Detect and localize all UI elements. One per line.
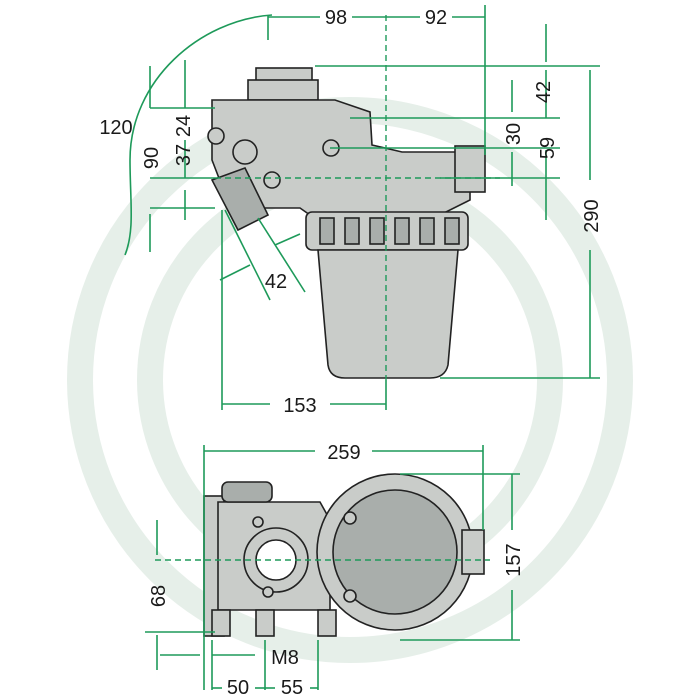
dim-37: 37 xyxy=(173,144,195,166)
side-outlet-fitting xyxy=(454,145,486,193)
side-bolt xyxy=(232,139,258,165)
side-filter-bowl xyxy=(317,249,459,379)
top-bolt xyxy=(262,586,274,598)
side-bolt xyxy=(207,127,225,145)
dim-92: 92 xyxy=(425,7,447,29)
side-view xyxy=(207,15,500,380)
dim-98: 98 xyxy=(325,7,347,29)
dim-153: 153 xyxy=(283,395,316,417)
top-foot xyxy=(211,609,231,637)
top-view xyxy=(155,473,490,637)
dim-30: 30 xyxy=(503,123,525,145)
top-outlet-fitting xyxy=(461,529,485,575)
dim-59: 59 xyxy=(537,137,559,159)
top-bowl xyxy=(332,489,458,615)
dim-90: 90 xyxy=(141,147,163,169)
dim-55: 55 xyxy=(281,677,303,699)
top-connector xyxy=(221,481,273,503)
dim-157: 157 xyxy=(503,543,525,576)
dim-42-angle: 42 xyxy=(265,271,287,293)
side-ring-ribs xyxy=(319,217,460,245)
dim-259: 259 xyxy=(327,442,360,464)
dim-50: 50 xyxy=(227,677,249,699)
thread-m8: M8 xyxy=(271,647,299,669)
top-bolt xyxy=(343,589,357,603)
top-dimension-lines xyxy=(145,445,520,690)
dim-120: 120 xyxy=(99,117,132,139)
dim-68: 68 xyxy=(148,585,170,607)
top-foot xyxy=(317,609,337,637)
top-foot xyxy=(255,609,275,637)
side-cap-base xyxy=(247,79,319,101)
top-bolt xyxy=(343,511,357,525)
dim-24: 24 xyxy=(173,115,195,137)
top-bolt xyxy=(252,516,264,528)
dim-42-top: 42 xyxy=(533,81,555,103)
side-bolt xyxy=(263,171,281,189)
side-inlet-fitting xyxy=(210,167,270,232)
dim-290: 290 xyxy=(581,199,603,232)
side-dimension-lines xyxy=(124,5,600,410)
